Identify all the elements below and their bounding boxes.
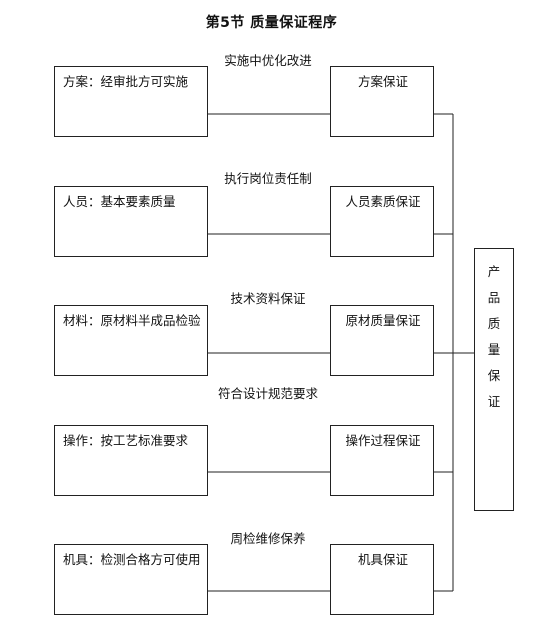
mid-box-1: 方案保证 bbox=[330, 66, 434, 137]
mid-box-5: 机具保证 bbox=[330, 544, 434, 615]
note-4: 符合设计规范要求 bbox=[217, 386, 318, 401]
page-title: 第5节 质量保证程序 bbox=[205, 15, 338, 31]
mid-box-text: 方案保证 bbox=[357, 74, 408, 89]
left-box-text: 操作：按工艺标准要求 bbox=[63, 433, 189, 448]
mid-box-text: 人员素质保证 bbox=[345, 194, 421, 209]
product-quality-box: 产品质量保证 bbox=[474, 248, 514, 511]
left-box-1: 方案：经审批方可实施 bbox=[54, 66, 208, 137]
left-box-5: 机具：检测合格方可使用 bbox=[54, 544, 208, 615]
mid-box-text: 原材质量保证 bbox=[345, 313, 421, 328]
left-box-4: 操作：按工艺标准要求 bbox=[54, 425, 208, 496]
left-box-text: 材料：原材料半成品检验 bbox=[63, 313, 201, 328]
left-box-2: 人员：基本要素质量 bbox=[54, 186, 208, 257]
left-box-text: 机具：检测合格方可使用 bbox=[63, 552, 201, 567]
mid-box-text: 机具保证 bbox=[357, 552, 408, 567]
left-box-text: 方案：经审批方可实施 bbox=[63, 74, 189, 89]
note-3: 技术资料保证 bbox=[230, 291, 306, 306]
note-2: 执行岗位责任制 bbox=[224, 171, 312, 186]
left-box-3: 材料：原材料半成品检验 bbox=[54, 305, 208, 376]
mid-box-4: 操作过程保证 bbox=[330, 425, 434, 496]
mid-box-text: 操作过程保证 bbox=[345, 433, 421, 448]
left-box-text: 人员：基本要素质量 bbox=[63, 194, 176, 209]
note-5: 周检维修保养 bbox=[230, 531, 306, 546]
product-quality-text: 产品质量保证 bbox=[487, 264, 501, 409]
mid-box-3: 原材质量保证 bbox=[330, 305, 434, 376]
note-1: 实施中优化改进 bbox=[224, 53, 312, 68]
mid-box-2: 人员素质保证 bbox=[330, 186, 434, 257]
